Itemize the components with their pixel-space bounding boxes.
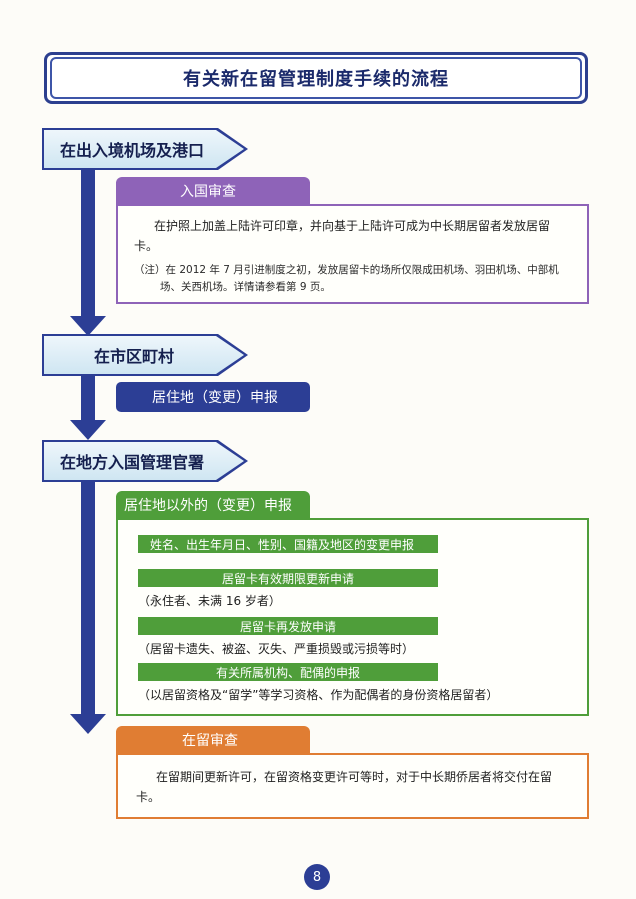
other-item-3-label: 居留卡再发放申请 (138, 617, 438, 635)
other-item-4-label: 有关所属机构、配偶的申报 (138, 663, 438, 681)
page-title: 有关新在留管理制度手续的流程 (50, 57, 582, 99)
other-header: 居住地以外的（变更）申报 (116, 491, 310, 519)
flow-arrow-shaft-3 (81, 478, 95, 716)
location-immigration-label: 在地方入国管理官署 (60, 453, 205, 472)
location-municipality: 在市区町村 (44, 336, 244, 374)
other-item-2-label: 居留卡有效期限更新申请 (138, 569, 438, 587)
other-header-label: 居住地以外的（变更）申报 (124, 498, 292, 514)
landing-note: （注）在 2012 年 7 月引进制度之初，发放居留卡的场所仅限成田机场、羽田机… (134, 264, 559, 293)
location-airport-label: 在出入境机场及港口 (60, 141, 205, 160)
landing-header-label: 入国审查 (180, 184, 236, 200)
residence-header: 居住地（变更）申报 (116, 382, 310, 412)
landing-box: 在护照上加盖上陆许可印章，并向基于上陆许可成为中长期居留者发放居留卡。 （注）在… (116, 204, 589, 304)
flow-arrowhead-3 (70, 714, 106, 734)
flow-arrowhead-2 (70, 420, 106, 440)
location-municipality-label: 在市区町村 (94, 347, 175, 366)
screening-header-label: 在留审查 (182, 733, 238, 749)
screening-body: 在留期间更新许可，在留资格变更许可等时，对于中长期侨居者将交付在留卡。 (136, 770, 553, 804)
landing-header: 入国审查 (116, 177, 310, 205)
flow-arrow-shaft-2 (81, 372, 95, 422)
other-item-1-label: 姓名、出生年月日、性别、国籍及地区的变更申报 (138, 535, 438, 553)
other-item-3-note: （居留卡遗失、被盗、灭失、严重损毁或污损等时） (138, 642, 415, 656)
page-number: 8 (304, 864, 330, 890)
location-airport: 在出入境机场及港口 (44, 130, 244, 168)
other-item-4-note: （以居留资格及“留学”等学习资格、作为配偶者的身份资格居留者） (138, 688, 499, 702)
screening-header: 在留审查 (116, 726, 310, 754)
location-immigration: 在地方入国管理官署 (44, 442, 244, 480)
other-item-2-note: （永住者、未满 16 岁者） (138, 594, 281, 608)
screening-box: 在留期间更新许可，在留资格变更许可等时，对于中长期侨居者将交付在留卡。 (116, 753, 589, 819)
residence-header-label: 居住地（变更）申报 (152, 390, 278, 406)
flow-arrowhead-1 (70, 316, 106, 336)
flow-arrow-shaft-1 (81, 162, 95, 318)
landing-body: 在护照上加盖上陆许可印章，并向基于上陆许可成为中长期居留者发放居留卡。 (134, 219, 551, 253)
